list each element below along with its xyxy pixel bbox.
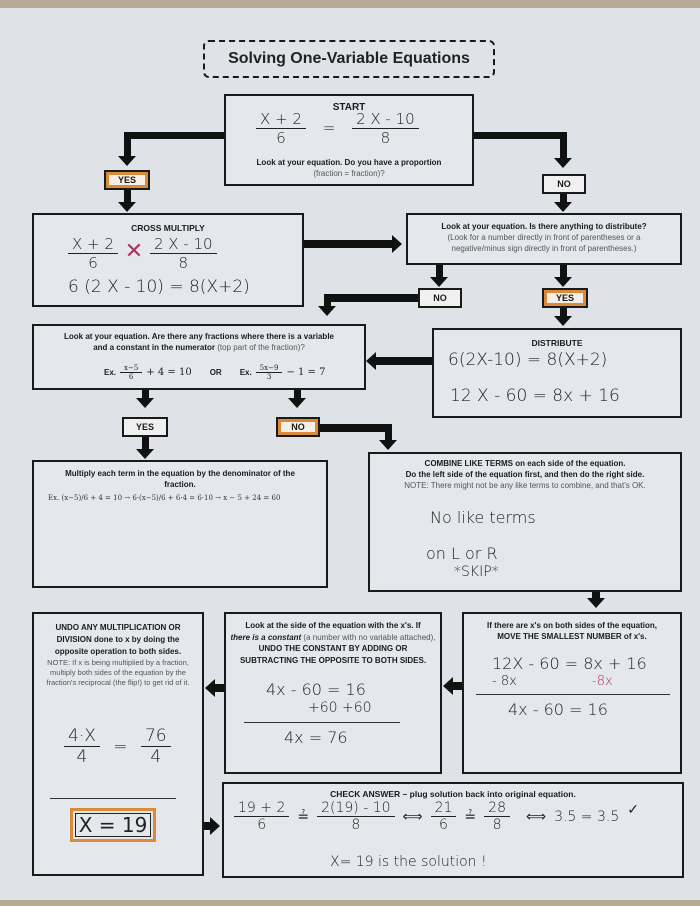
connector [214, 684, 224, 692]
combine-like-terms-box: COMBINE LIKE TERMS on each side of the e… [368, 452, 682, 592]
connector [324, 294, 331, 308]
connector [560, 308, 567, 318]
connector [385, 424, 392, 442]
undo-mult-heading: UNDO ANY MULTIPLICATION OR [55, 623, 181, 632]
arrow-down-icon [554, 202, 572, 212]
distribute-line2: 12 X - 60 = 8x + 16 [450, 386, 620, 406]
multiply-denominator-heading: Multiply each term in the equation by th… [65, 469, 295, 478]
connector [436, 265, 443, 279]
distribute-box: DISTRIBUTE 6(2X-10) = 8(X+2) 12 X - 60 =… [432, 328, 682, 418]
boxed-answer: X = 19 [70, 808, 156, 842]
cross-multiply-result: 6 (2 X - 10) = 8(X+2) [68, 277, 250, 297]
connector [124, 190, 131, 204]
combine-hand-2: on L or R [426, 544, 498, 563]
undo-constant-line1: 4x - 60 = 16 [266, 680, 366, 699]
arrow-left-icon [205, 679, 215, 697]
arrow-down-icon [136, 398, 154, 408]
move-x-line1: 12X - 60 = 8x + 16 [492, 654, 647, 673]
arrow-down-icon [118, 156, 136, 166]
distribute-heading: DISTRIBUTE [531, 338, 583, 348]
arrow-left-icon [443, 677, 453, 695]
check-answer-box: CHECK ANSWER – plug solution back into o… [222, 782, 684, 878]
no-label-distribute: NO [418, 288, 462, 308]
move-x-line3: 4x - 60 = 16 [508, 700, 608, 719]
yes-label-distribute: YES [542, 288, 588, 308]
yes-label-proportion: YES [104, 170, 150, 190]
move-x-box: If there are x's on both sides of the eq… [462, 612, 682, 774]
work-divider [50, 798, 176, 799]
undo-multiplication-box: UNDO ANY MULTIPLICATION OR DIVISION done… [32, 612, 204, 876]
page-title: Solving One-Variable Equations [203, 40, 495, 78]
undo-constant-line2: +60 +60 [308, 700, 372, 716]
start-question: Look at your equation. Do you have a pro… [256, 158, 442, 178]
multiply-denominator-box: Multiply each term in the equation by th… [32, 460, 328, 588]
no-label-proportion: NO [542, 174, 586, 194]
connector [560, 194, 567, 204]
connector [142, 390, 149, 400]
connector [474, 132, 566, 139]
connector [452, 682, 462, 690]
undo-constant-box: Look at the side of the equation with th… [224, 612, 442, 774]
combine-heading: COMBINE LIKE TERMS on each side of the e… [424, 459, 626, 468]
connector [294, 390, 301, 400]
connector [304, 240, 394, 248]
distribute-line1: 6(2X-10) = 8(X+2) [448, 350, 608, 370]
arrow-down-icon [430, 277, 448, 287]
combine-hand-3: *SKIP* [454, 564, 499, 580]
no-label-fractions: NO [276, 417, 320, 437]
arrow-right-icon [392, 235, 402, 253]
arrow-down-icon [554, 277, 572, 287]
check-heading: CHECK ANSWER – plug solution back into o… [330, 789, 576, 799]
connector [592, 592, 600, 600]
arrow-down-icon [118, 202, 136, 212]
distribute-question-box: Look at your equation. Is there anything… [406, 213, 682, 265]
connector [204, 822, 212, 830]
multiply-denominator-example: Ex. (x−5)/6 + 4 = 10 → 6·(x−5)/6 + 6·4 =… [48, 493, 281, 502]
undo-mult-note: NOTE: If x is being multiplied by a frac… [46, 658, 190, 688]
arrow-right-icon [210, 817, 220, 835]
arrow-down-icon [554, 158, 572, 168]
start-heading: START [332, 102, 366, 113]
cross-mark-icon: ✕ [124, 239, 144, 264]
arrow-down-icon [136, 449, 154, 459]
arrow-down-icon [587, 598, 605, 608]
connector [124, 132, 224, 139]
undo-constant-line3: 4x = 76 [284, 728, 348, 747]
connector [124, 132, 131, 158]
arrow-down-icon [318, 306, 336, 316]
combine-hand-1: No like terms [430, 508, 536, 527]
connector [320, 424, 392, 432]
move-x-line2b: -8x [592, 674, 613, 689]
check-mark-icon: ✓ [627, 801, 639, 818]
connector [374, 357, 432, 365]
undo-constant-heading: Look at the side of the equation with th… [245, 621, 421, 630]
connector [560, 132, 567, 160]
fractions-question-heading: Look at your equation. Are there any fra… [63, 332, 334, 341]
connector [142, 437, 149, 451]
arrow-left-icon [366, 352, 376, 370]
cross-multiply-heading: CROSS MULTIPLY [131, 223, 205, 233]
distribute-question-heading: Look at your equation. Is there anything… [441, 222, 647, 231]
work-divider [476, 694, 670, 695]
connector [324, 294, 418, 302]
move-x-line2a: - 8x [492, 674, 517, 689]
yes-label-fractions: YES [122, 417, 168, 437]
check-conclusion: X= 19 is the solution ! [330, 854, 487, 870]
title-text: Solving One-Variable Equations [228, 50, 470, 67]
connector [560, 265, 567, 279]
arrow-down-icon [379, 440, 397, 450]
work-divider [244, 722, 400, 723]
arrow-down-icon [288, 398, 306, 408]
fractions-question-box: Look at your equation. Are there any fra… [32, 324, 366, 390]
move-x-heading: If there are x's on both sides of the eq… [487, 621, 657, 630]
arrow-down-icon [554, 316, 572, 326]
